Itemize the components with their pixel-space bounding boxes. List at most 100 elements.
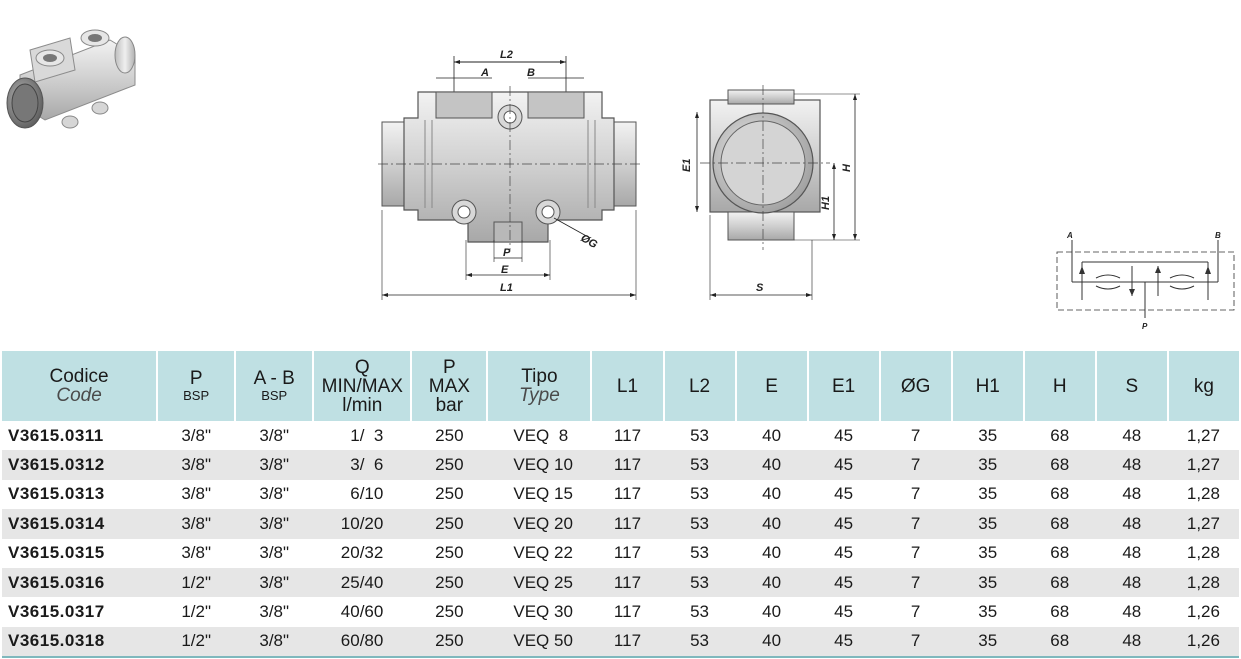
table-cell: 40 — [735, 450, 808, 480]
table-cell: VEQ 20 — [487, 509, 592, 539]
table-cell: 45 — [807, 626, 880, 659]
table-cell: 48 — [1122, 543, 1142, 563]
table-cell: 68 — [1023, 509, 1096, 539]
table-cell: 1,27 — [1167, 450, 1239, 480]
table-cell: 60/80 — [313, 626, 412, 659]
column-header: E1 — [807, 351, 881, 421]
table-cell: VEQ 10 — [487, 450, 592, 480]
column-header: L2 — [663, 351, 737, 421]
table-cell: 35 — [978, 425, 998, 445]
label-g: ØG — [579, 232, 600, 251]
table-cell: 3/8" — [259, 543, 290, 563]
column-header-text: S — [1125, 375, 1139, 397]
table-cell: 6/10 — [350, 484, 384, 504]
table-cell: VEQ 25 — [487, 567, 592, 598]
table-cell: 48 — [1095, 567, 1168, 598]
column-header-text: L1 — [616, 375, 639, 397]
column-header-text: bar — [435, 394, 464, 416]
table-cell: 250 — [411, 450, 488, 480]
table-cell: 117 — [591, 567, 664, 598]
column-header-text: BSP — [261, 388, 288, 403]
table-cell: 40 — [735, 567, 808, 598]
table-cell: 45 — [834, 425, 854, 445]
table-cell: 35 — [978, 543, 998, 563]
table-cell: 7 — [879, 509, 952, 539]
label-l1: L1 — [500, 282, 513, 294]
product-code-cell: V3615.0318 — [2, 626, 158, 659]
table-cell: 40 — [762, 602, 782, 622]
label-e: E — [501, 264, 509, 276]
table-cell: 35 — [951, 450, 1024, 480]
table-cell: 1/2" — [181, 602, 211, 622]
table-cell: 53 — [663, 626, 736, 659]
table-cell: 3/8" — [181, 484, 211, 504]
table-cell: 7 — [910, 484, 921, 504]
table-cell: 3/8" — [259, 425, 290, 445]
table-cell: 48 — [1122, 484, 1142, 504]
table-cell: 117 — [591, 626, 664, 659]
table-cell: 250 — [435, 543, 464, 563]
column-header-text: H1 — [975, 375, 1000, 397]
table-cell: 40 — [735, 509, 808, 539]
column-header-text: H — [1052, 375, 1067, 397]
drawings-svg: L2 A B — [6, 29, 1235, 331]
table-cell: 250 — [411, 567, 488, 598]
table-cell: VEQ 15 — [513, 484, 573, 504]
table-cell: 35 — [978, 484, 998, 504]
table-cell: 40/60 — [340, 602, 384, 622]
table-cell: 3/8" — [181, 543, 211, 563]
technical-drawings: L2 A B — [6, 29, 1235, 331]
table-cell: 250 — [411, 626, 488, 659]
table-cell: 40 — [762, 425, 782, 445]
table-cell: 7 — [879, 450, 952, 480]
valve-3d-picture — [6, 29, 136, 129]
product-code-cell: V3615.0314 — [2, 509, 158, 539]
label-p: P — [503, 247, 511, 259]
table-cell: 1/2" — [157, 567, 236, 598]
product-code-cell: V3615.0317 — [8, 602, 105, 622]
table-cell: 7 — [910, 543, 921, 563]
column-header-text: Code — [56, 385, 102, 406]
valve-side-view: E1 H H1 S — [681, 85, 860, 300]
table-cell: 68 — [1050, 543, 1070, 563]
table-cell: 117 — [613, 484, 642, 504]
table-cell: 48 — [1122, 425, 1142, 445]
table-cell: VEQ 22 — [513, 543, 573, 563]
table-cell: 250 — [411, 509, 488, 539]
table-cell: 53 — [663, 567, 736, 598]
label-a: A — [480, 67, 489, 79]
table-cell: 45 — [807, 450, 880, 480]
table-cell: 7 — [879, 567, 952, 598]
table-cell: 35 — [978, 602, 998, 622]
column-header-text: P — [189, 368, 203, 389]
column-header-text: ØG — [900, 375, 931, 397]
table-cell: 53 — [690, 602, 709, 622]
column-header-text: Type — [518, 385, 560, 406]
table-cell: 25/40 — [313, 567, 412, 598]
table-cell: VEQ 50 — [487, 626, 592, 659]
product-code-cell: V3615.0311 — [8, 425, 104, 445]
column-header-text: MIN/MAX — [321, 375, 403, 397]
schematic-label-a: A — [1066, 231, 1073, 240]
column-header-text: A - B — [253, 368, 295, 389]
table-cell: 3/8" — [235, 626, 314, 659]
table-cell: 40 — [762, 484, 782, 504]
column-header: ØG — [879, 351, 953, 421]
column-header: H1 — [951, 351, 1025, 421]
valve-front-view: L2 A B — [378, 49, 640, 300]
table-cell: 48 — [1095, 626, 1168, 659]
table-cell: 7 — [910, 425, 921, 445]
table-cell: 53 — [663, 509, 736, 539]
column-header-text: Q — [354, 356, 370, 378]
table-cell: 45 — [834, 602, 854, 622]
table-cell: 7 — [910, 602, 921, 622]
